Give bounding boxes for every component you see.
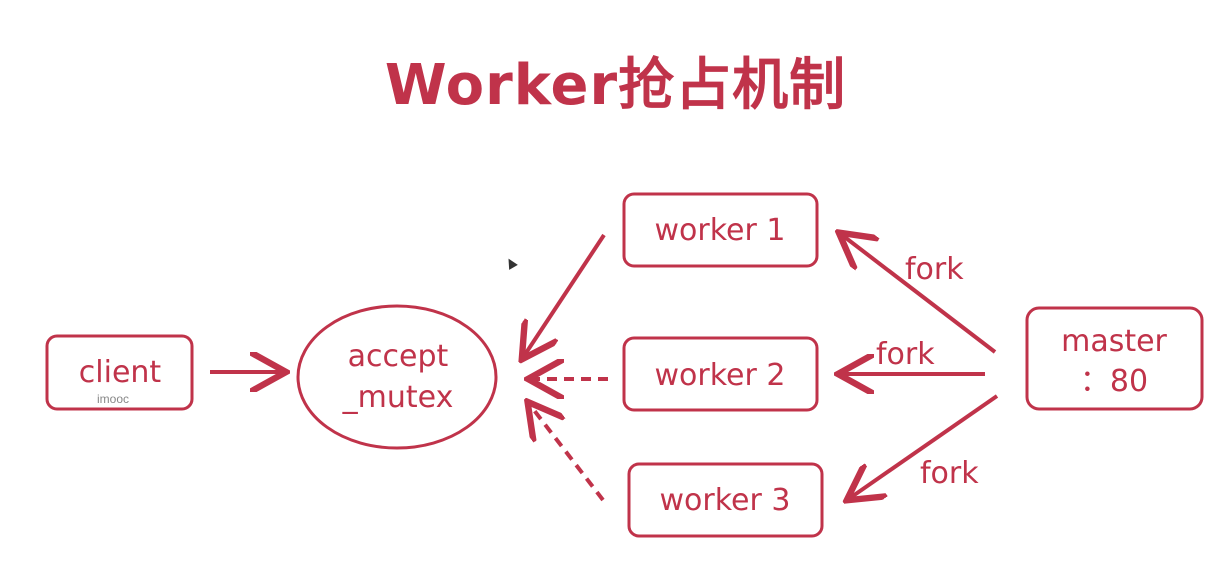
worker3-label: worker 3 xyxy=(660,483,791,518)
fork-label-3: fork xyxy=(920,456,979,491)
accept-mutex-node: accept _mutex xyxy=(296,304,498,450)
worker3-node: worker 3 xyxy=(627,462,824,538)
accept-mutex-label-line1: accept xyxy=(348,339,449,374)
master-label-line2: ：80 xyxy=(1080,364,1148,399)
accept-mutex-label-line2: _mutex xyxy=(342,380,454,415)
watermark-text: imooc xyxy=(97,392,129,406)
arrow-worker1-to-mutex xyxy=(524,233,606,356)
master-node: master ：80 xyxy=(1025,306,1204,411)
worker1-label: worker 1 xyxy=(655,213,786,248)
arrow-master-to-worker3 xyxy=(850,394,999,498)
master-label-line1: master xyxy=(1061,324,1167,359)
client-node: client imooc xyxy=(45,334,194,411)
worker2-label: worker 2 xyxy=(655,358,786,393)
worker2-node: worker 2 xyxy=(622,336,819,412)
client-label: client xyxy=(79,355,162,390)
fork-label-1: fork xyxy=(905,252,964,287)
arrow-master-to-worker1 xyxy=(842,235,997,354)
fork-label-2: fork xyxy=(876,337,935,372)
diagram-title: Worker抢占机制 xyxy=(384,53,847,118)
arrow-worker3-to-mutex xyxy=(530,405,605,502)
worker1-node: worker 1 xyxy=(622,192,819,268)
